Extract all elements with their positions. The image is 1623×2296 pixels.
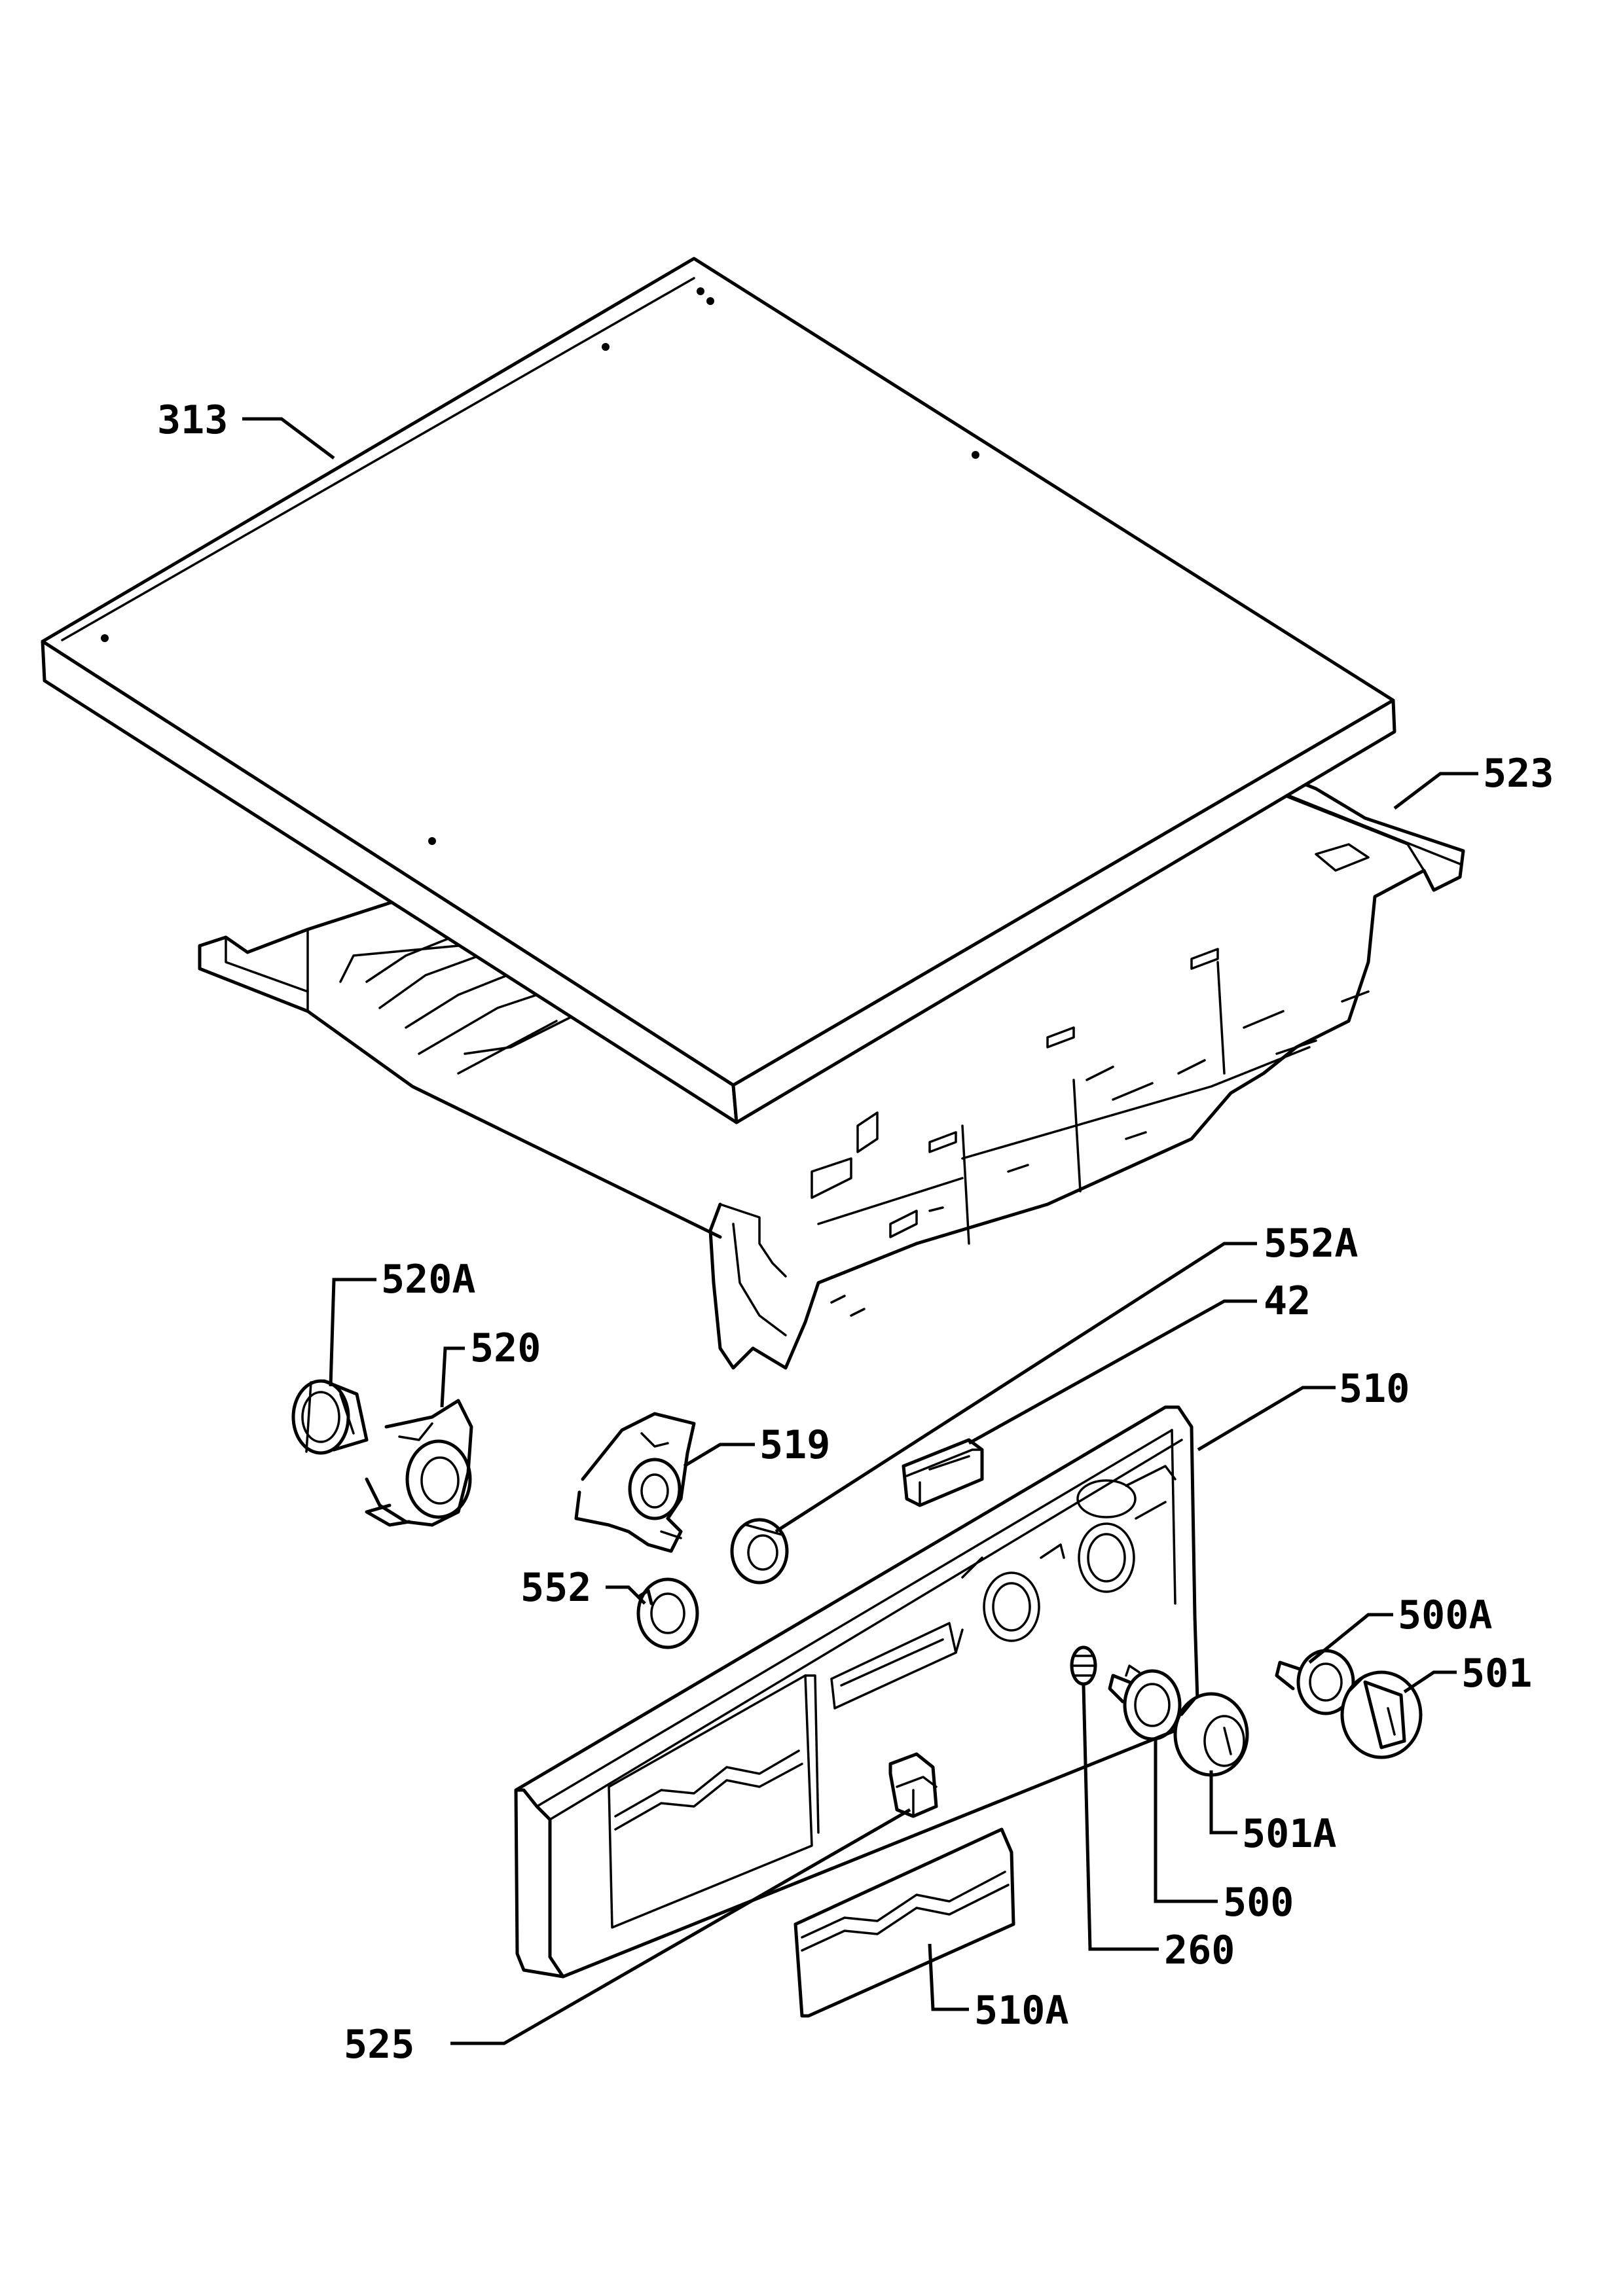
button-part-525 [888,1752,938,1818]
control-panel-part-510 [514,1405,1200,1979]
label-520: 520 [470,1325,541,1371]
label-523: 523 [1483,751,1554,797]
part-labels: 313 523 552A 42 520A 520 510 519 552 500… [157,397,1554,2068]
bracket-part-519 [574,1412,696,1553]
label-500A: 500A [1398,1592,1493,1638]
label-520A: 520A [381,1257,476,1302]
label-525: 525 [344,2022,414,2068]
knob-shaft-part-500 [1108,1664,1182,1741]
knob-part-501A [1173,1692,1249,1777]
label-260: 260 [1164,1928,1235,1973]
label-500: 500 [1223,1880,1294,1926]
top-cover-part-313 [41,257,1396,1124]
leader-lines [242,417,1478,2045]
knob-part-501 [1340,1670,1423,1759]
label-313: 313 [157,397,228,443]
label-510: 510 [1339,1366,1410,1412]
label-510A: 510A [974,1988,1069,2034]
top-frame-part-523 [198,774,1465,1370]
small-knob-part-552 [636,1577,699,1649]
ring-part-552A [730,1518,789,1585]
label-501A: 501A [1242,1811,1337,1857]
label-552A: 552A [1264,1221,1359,1266]
label-552: 552 [520,1565,591,1611]
label-501: 501 [1461,1651,1532,1696]
knob-holder-part-520 [365,1399,473,1527]
label-42: 42 [1264,1278,1311,1324]
drawer-flap-part-510A [793,1827,1015,2018]
knob-cap-part-520A [291,1379,369,1455]
spring-part-260 [1070,1645,1097,1686]
switch-part-42 [902,1438,984,1507]
label-519: 519 [759,1422,830,1468]
knob-shaft-part-500A [1275,1649,1355,1715]
